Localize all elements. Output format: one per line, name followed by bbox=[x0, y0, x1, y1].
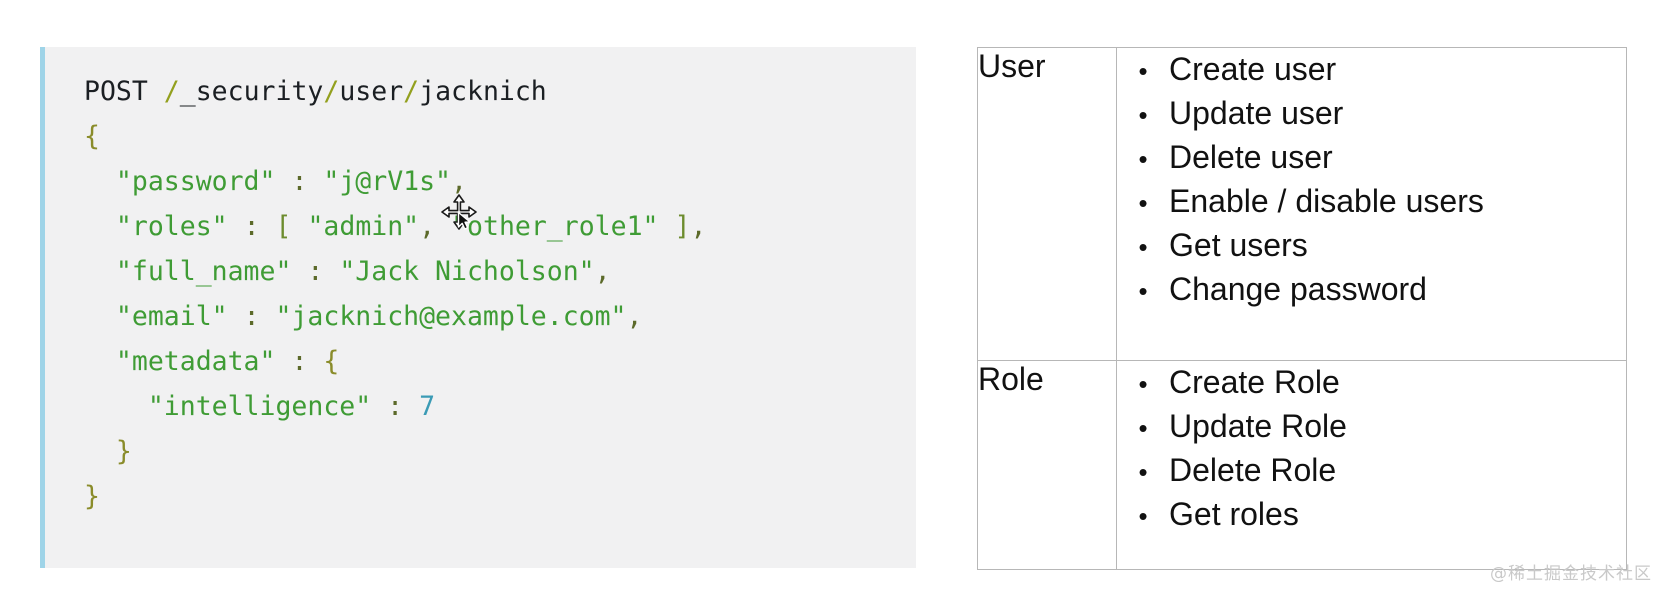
permission-label: Get roles bbox=[1169, 495, 1299, 532]
comma: , bbox=[690, 211, 707, 242]
json-close-brace: } bbox=[84, 481, 100, 512]
list-item: • Create Role bbox=[1117, 361, 1626, 405]
comma: , bbox=[451, 166, 467, 197]
colon: : bbox=[307, 256, 324, 287]
bullet-icon: • bbox=[1138, 144, 1148, 174]
bullet-icon: • bbox=[1138, 100, 1148, 130]
permission-list-role: • Create Role • Update Role • Delete Role •… bbox=[1117, 361, 1626, 537]
permission-label: Enable / disable users bbox=[1169, 183, 1484, 219]
value-role-admin: "admin" bbox=[307, 211, 420, 242]
category-cell-user: User bbox=[977, 47, 1117, 361]
permissions-cell-user: • Create user • Update user • Delete user •… bbox=[1116, 47, 1627, 361]
metadata-open-brace: { bbox=[323, 346, 340, 377]
key-email: "email" bbox=[115, 301, 228, 332]
bullet-icon: • bbox=[1138, 188, 1148, 218]
path-slash: / bbox=[403, 76, 420, 107]
json-request-code[interactable]: POST /_security/user/jacknich { "passwor… bbox=[84, 69, 916, 519]
space bbox=[148, 76, 164, 107]
key-full-name: "full_name" bbox=[115, 256, 292, 287]
bullet-icon: • bbox=[1138, 500, 1148, 531]
key-roles: "roles" bbox=[115, 211, 228, 242]
path-segment-user: user bbox=[339, 76, 404, 107]
permission-label: Get users bbox=[1169, 227, 1308, 263]
json-open-brace: { bbox=[84, 121, 100, 152]
bullet-icon: • bbox=[1138, 232, 1148, 262]
bullet-icon: • bbox=[1138, 412, 1148, 443]
list-item: • Create user bbox=[1117, 48, 1626, 92]
permission-list-user: • Create user • Update user • Delete user •… bbox=[1117, 48, 1626, 312]
permission-label: Create user bbox=[1169, 51, 1337, 87]
permission-label: Change password bbox=[1169, 271, 1427, 307]
value-password: "j@rV1s" bbox=[323, 166, 452, 197]
permissions-cell-role: • Create Role • Update Role • Delete Role •… bbox=[1116, 359, 1627, 571]
bullet-icon: • bbox=[1138, 276, 1148, 306]
path-slash: / bbox=[163, 76, 180, 107]
bullet-icon: • bbox=[1138, 368, 1148, 399]
code-block-panel: POST /_security/user/jacknich { "passwor… bbox=[40, 47, 916, 568]
list-item: • Change password bbox=[1117, 268, 1626, 312]
colon: : bbox=[291, 166, 308, 197]
list-item: • Get roles bbox=[1117, 493, 1626, 537]
value-role-other: "other_role1" bbox=[451, 211, 659, 242]
path-segment-username: jacknich bbox=[419, 76, 547, 107]
list-item: • Update Role bbox=[1117, 405, 1626, 449]
table-row: Role • Create Role • Update Role • Delete R… bbox=[977, 359, 1627, 571]
comma: , bbox=[594, 256, 611, 287]
permission-label: Create Role bbox=[1169, 363, 1340, 400]
permissions-table-body: User • Create user • Update user • Delete u… bbox=[977, 47, 1627, 571]
array-open-bracket: [ bbox=[275, 211, 292, 242]
http-method: POST bbox=[84, 76, 148, 107]
metadata-close-brace: } bbox=[115, 436, 132, 467]
comma: , bbox=[626, 301, 643, 332]
value-email: "jacknich@example.com" bbox=[275, 301, 627, 332]
comma: , bbox=[419, 211, 436, 242]
list-item: • Enable / disable users bbox=[1117, 180, 1626, 224]
list-item: • Get users bbox=[1117, 224, 1626, 268]
value-full-name: "Jack Nicholson" bbox=[339, 256, 595, 287]
list-item: • Update user bbox=[1117, 92, 1626, 136]
colon: : bbox=[291, 346, 308, 377]
key-password: "password" bbox=[115, 166, 276, 197]
key-metadata: "metadata" bbox=[115, 346, 276, 377]
category-cell-role: Role bbox=[977, 359, 1117, 571]
array-close-bracket: ] bbox=[674, 211, 691, 242]
permission-label: Update user bbox=[1169, 95, 1344, 131]
permissions-table: User • Create user • Update user • Delete u… bbox=[977, 47, 1627, 571]
value-intelligence: 7 bbox=[419, 391, 436, 422]
permission-label: Delete Role bbox=[1169, 451, 1337, 488]
bullet-icon: • bbox=[1138, 456, 1148, 487]
path-slash: / bbox=[323, 76, 340, 107]
watermark: @稀土掘金技术社区 bbox=[1490, 564, 1652, 584]
bullet-icon: • bbox=[1138, 56, 1148, 86]
colon: : bbox=[243, 211, 260, 242]
colon: : bbox=[387, 391, 404, 422]
path-segment-security: _security bbox=[179, 76, 324, 107]
key-intelligence: "intelligence" bbox=[147, 391, 372, 422]
permission-label: Delete user bbox=[1169, 139, 1333, 175]
permission-label: Update Role bbox=[1169, 407, 1347, 444]
list-item: • Delete user bbox=[1117, 136, 1626, 180]
table-row: User • Create user • Update user • Delete u… bbox=[977, 47, 1627, 361]
list-item: • Delete Role bbox=[1117, 449, 1626, 493]
colon: : bbox=[243, 301, 260, 332]
